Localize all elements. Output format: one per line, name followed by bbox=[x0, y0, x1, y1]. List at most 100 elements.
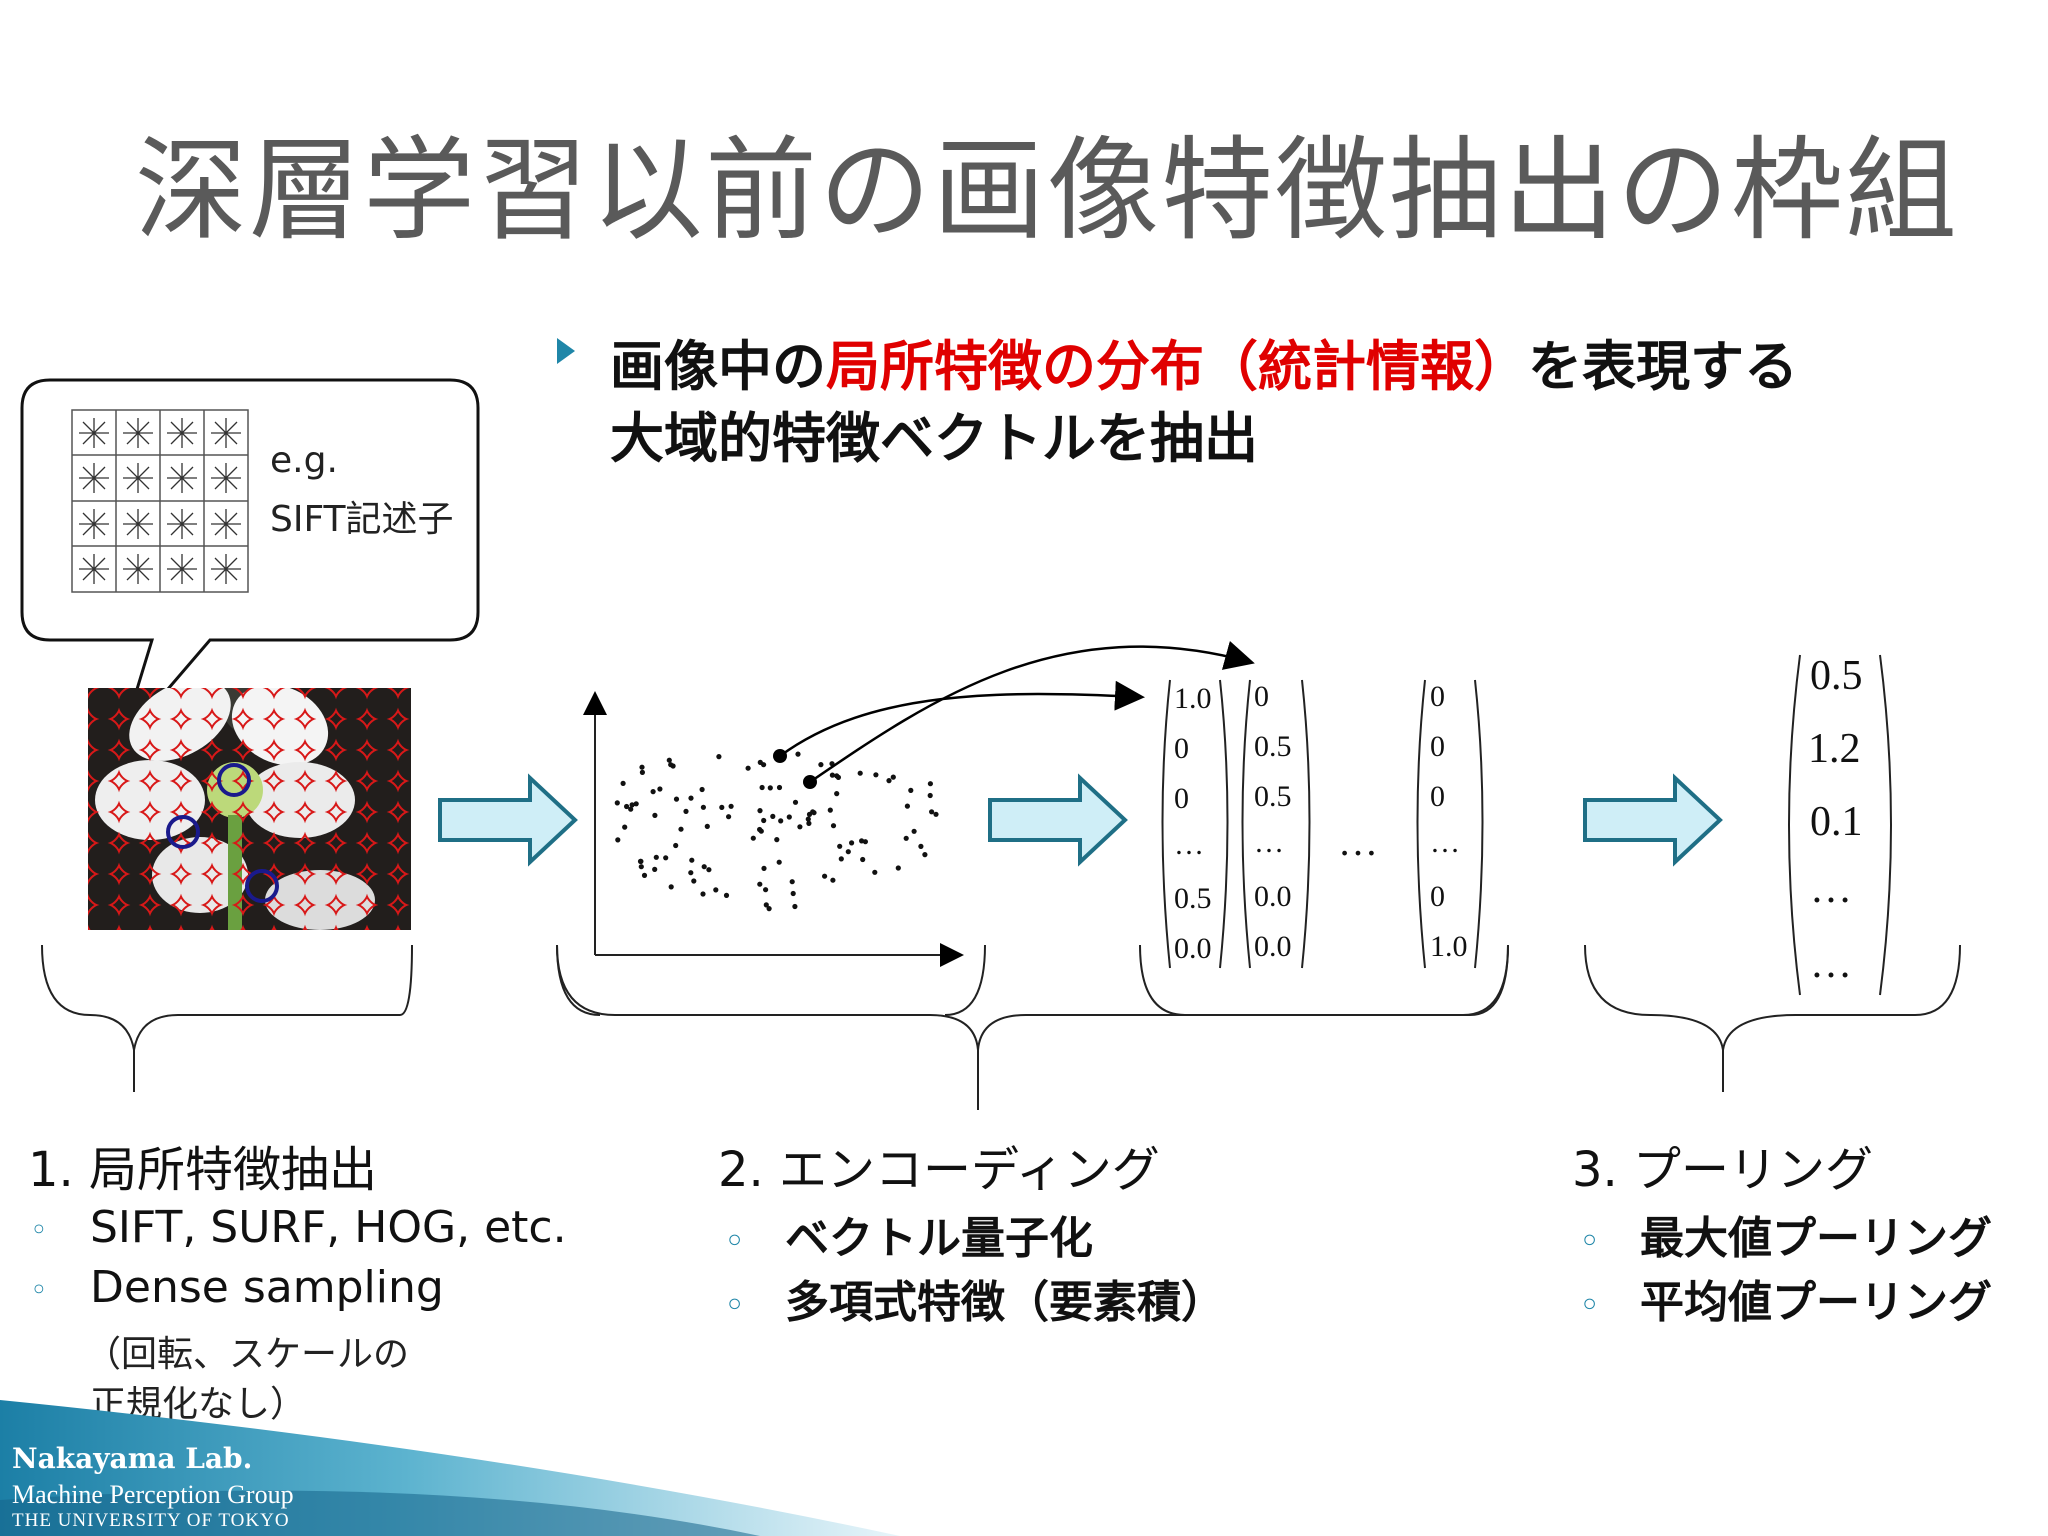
pooled-value: 0.1 bbox=[1810, 799, 1863, 845]
vector-brackets bbox=[1161, 654, 1892, 996]
scatter-point bbox=[701, 864, 707, 870]
bullet-text: ベクトル量子化 bbox=[785, 1213, 1093, 1264]
scatter-point bbox=[761, 817, 767, 824]
scatter-point bbox=[761, 865, 767, 872]
scatter-point bbox=[637, 858, 644, 865]
vector-ellipsis: … bbox=[1338, 819, 1378, 864]
scatter-point bbox=[797, 824, 803, 830]
flower-photo bbox=[88, 688, 411, 930]
section-braces bbox=[41, 944, 1961, 1110]
sift-descriptor-grid bbox=[71, 409, 249, 593]
vector-2-value: 0 bbox=[1254, 680, 1269, 713]
scatter-point bbox=[818, 762, 824, 768]
vector-n-value: 1.0 bbox=[1430, 930, 1468, 963]
scatter-point bbox=[691, 878, 697, 884]
bullet-circle-icon: ◦ bbox=[30, 1272, 48, 1308]
scatter-point bbox=[666, 757, 672, 763]
vector-1-value: … bbox=[1174, 828, 1204, 861]
scatter-points bbox=[614, 751, 939, 912]
vector-1-value: 1.0 bbox=[1174, 682, 1212, 715]
scatter-point bbox=[624, 803, 630, 810]
scatter-point bbox=[700, 891, 706, 897]
vector-n-value: 0 bbox=[1430, 880, 1445, 913]
scatter-point bbox=[849, 840, 855, 846]
scatter-point bbox=[827, 807, 833, 813]
vector-1-value: 0 bbox=[1174, 782, 1189, 815]
scatter-point bbox=[757, 808, 763, 814]
bullet-text: 最大値プーリング bbox=[1640, 1213, 1992, 1264]
scatter-point bbox=[837, 843, 843, 849]
scatter-point bbox=[903, 835, 909, 841]
scatter-point bbox=[776, 784, 783, 791]
scatter-point bbox=[810, 809, 816, 815]
scatter-point bbox=[673, 842, 679, 849]
scatter-point bbox=[713, 887, 719, 893]
vector-2-value: 0.0 bbox=[1254, 880, 1292, 913]
scatter-point bbox=[774, 837, 780, 843]
mapping-arrow bbox=[809, 640, 1255, 784]
headline-suffix: を表現する bbox=[1528, 335, 1798, 398]
headline-highlight: 局所特徴の分布（統計情報） bbox=[826, 335, 1528, 398]
scatter-point bbox=[633, 801, 639, 807]
scatter-point bbox=[688, 870, 694, 876]
scatter-point bbox=[792, 903, 798, 910]
vector-1-value: 0.0 bbox=[1174, 932, 1212, 965]
footer-band bbox=[0, 1400, 900, 1536]
headline-line1: 画像中の局所特徴の分布（統計情報）を表現する bbox=[610, 322, 1798, 401]
scatter-point bbox=[614, 800, 620, 806]
scatter-point bbox=[757, 881, 763, 887]
vector-2-value: 0.0 bbox=[1254, 930, 1292, 963]
scatter-point bbox=[706, 867, 712, 873]
scatter-point bbox=[723, 892, 730, 899]
scatter-point bbox=[657, 786, 663, 792]
bullet-circle-icon: ◦ bbox=[725, 1287, 745, 1323]
scatter-point bbox=[822, 873, 828, 879]
scatter-point bbox=[904, 803, 911, 809]
scatter-point bbox=[778, 818, 784, 824]
scatter-point bbox=[857, 770, 863, 776]
scatter-point bbox=[699, 786, 705, 793]
scatter-point bbox=[845, 849, 851, 855]
scatter-point bbox=[927, 781, 934, 787]
scatter-point bbox=[795, 751, 801, 757]
pooled-value: … bbox=[1810, 866, 1852, 912]
scatter-point bbox=[834, 791, 840, 797]
mapping-arrow bbox=[779, 680, 1145, 758]
scatter-point bbox=[622, 824, 628, 830]
scatter-point bbox=[829, 772, 836, 778]
scatter-point bbox=[789, 879, 795, 885]
scatter-point bbox=[763, 902, 769, 908]
scatter-point bbox=[639, 769, 646, 776]
vector-2-value: 0.5 bbox=[1254, 730, 1292, 763]
flow-arrow-2 bbox=[988, 773, 1128, 867]
scatter-point bbox=[716, 754, 722, 760]
scatter-point bbox=[726, 814, 732, 820]
scatter-point bbox=[650, 789, 656, 795]
scatter-point bbox=[790, 890, 796, 897]
scatter-axes bbox=[583, 691, 964, 967]
bullet-text: 多項式特徴（要素積） bbox=[785, 1277, 1225, 1328]
scatter-point bbox=[719, 804, 725, 811]
scatter-point bbox=[668, 884, 674, 890]
scatter-point bbox=[759, 784, 765, 791]
bullet-triangle-icon bbox=[555, 336, 577, 370]
step1-heading: 1. 局所特徴抽出 bbox=[28, 1142, 378, 1198]
vector-n-value: 0 bbox=[1430, 730, 1445, 763]
scatter-point bbox=[835, 774, 842, 781]
scatter-point bbox=[929, 809, 935, 815]
flow-arrow-1 bbox=[438, 773, 578, 867]
scatter-point bbox=[673, 796, 680, 802]
step2-heading: 2. エンコーディング bbox=[718, 1142, 1160, 1198]
vector-2-value: … bbox=[1254, 826, 1284, 859]
callout-sift: SIFT記述子 bbox=[270, 499, 454, 540]
vector-1-value: 0.5 bbox=[1174, 882, 1212, 915]
step1-bullet: ◦Dense sampling bbox=[30, 1262, 444, 1313]
scatter-point bbox=[767, 785, 773, 791]
scatter-point bbox=[704, 823, 710, 830]
scatter-point bbox=[638, 864, 644, 870]
scatter-point bbox=[770, 813, 776, 820]
scatter-point bbox=[639, 764, 645, 770]
scatter-point bbox=[933, 811, 939, 817]
step2-bullet: ◦ 多項式特徴（要素積） bbox=[725, 1266, 1225, 1330]
